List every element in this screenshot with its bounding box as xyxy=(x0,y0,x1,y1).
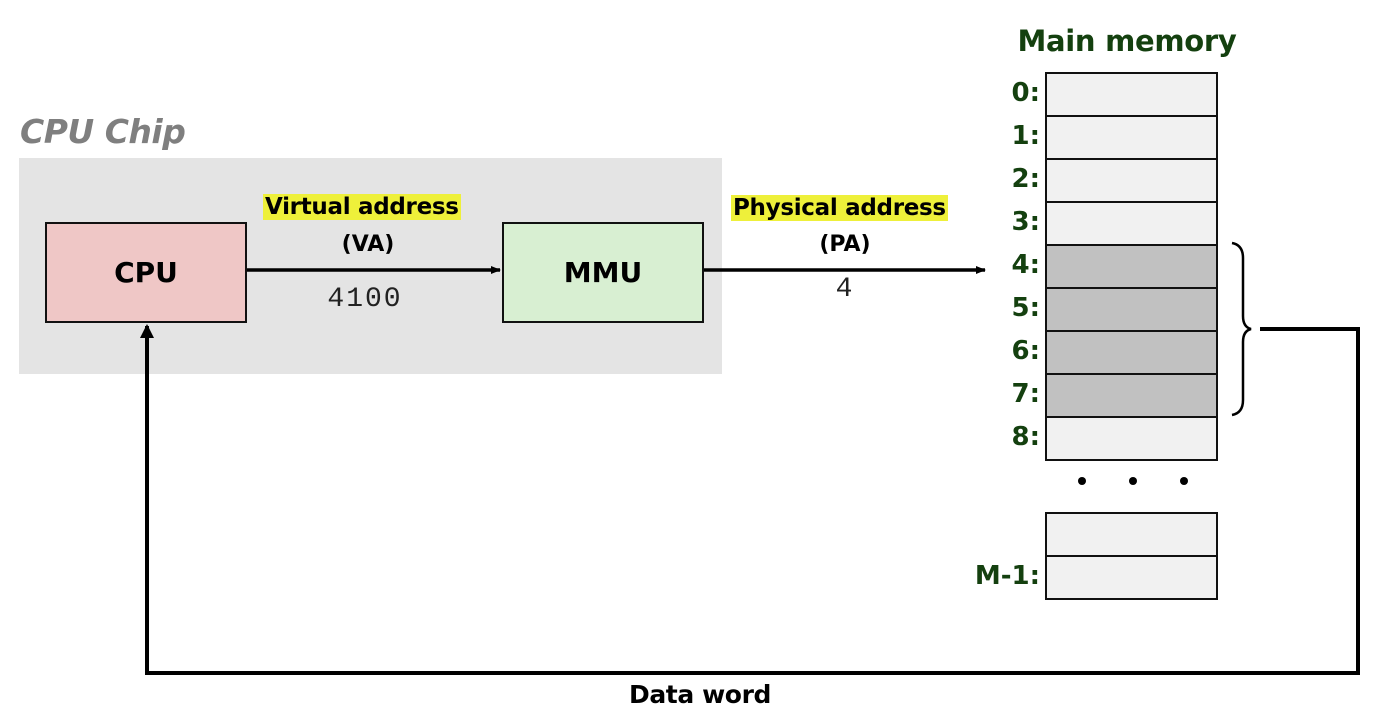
cpu-block: CPU xyxy=(45,222,247,323)
cpu-label: CPU xyxy=(114,256,178,289)
memory-cell xyxy=(1045,244,1218,289)
memory-address-label: 3: xyxy=(1011,207,1041,237)
memory-address-label: M-1: xyxy=(974,561,1040,591)
va-value: 4100 xyxy=(327,284,403,315)
data-word-return-path xyxy=(145,326,1360,675)
mmu-block: MMU xyxy=(502,222,704,323)
physical-address-text: Physical address xyxy=(731,195,948,221)
ellipsis-dot xyxy=(1078,477,1086,485)
memory-cell xyxy=(1045,330,1218,375)
memory-address-label: 6: xyxy=(1011,336,1041,366)
memory-address-label: 0: xyxy=(1011,78,1041,108)
memory-address-label: 4: xyxy=(1011,250,1041,280)
memory-address-label: 1: xyxy=(1011,121,1041,151)
pa-abbreviation: (PA) xyxy=(819,232,871,257)
memory-address-label: 2: xyxy=(1011,164,1041,194)
va-abbreviation: (VA) xyxy=(341,232,395,257)
main-memory-title: Main memory xyxy=(1017,24,1237,58)
memory-cell xyxy=(1045,72,1218,117)
memory-block-brace xyxy=(1231,241,1252,417)
ellipsis-dot xyxy=(1129,477,1137,485)
data-word-label: Data word xyxy=(628,680,772,709)
data-word-arrowhead xyxy=(140,324,154,338)
mmu-label: MMU xyxy=(563,256,643,289)
virtual-address-label: Virtual address xyxy=(263,193,461,222)
virtual-address-text: Virtual address xyxy=(263,194,461,220)
memory-address-label: 7: xyxy=(1011,379,1041,409)
memory-cell xyxy=(1045,555,1218,600)
memory-address-label: 8: xyxy=(1011,422,1041,452)
memory-address-label: 5: xyxy=(1011,293,1041,323)
cpu-chip-label: CPU Chip xyxy=(20,112,186,151)
ellipsis-dot xyxy=(1180,477,1188,485)
physical-address-label: Physical address xyxy=(731,194,948,223)
memory-cell xyxy=(1045,416,1218,461)
pa-value: 4 xyxy=(835,274,855,305)
